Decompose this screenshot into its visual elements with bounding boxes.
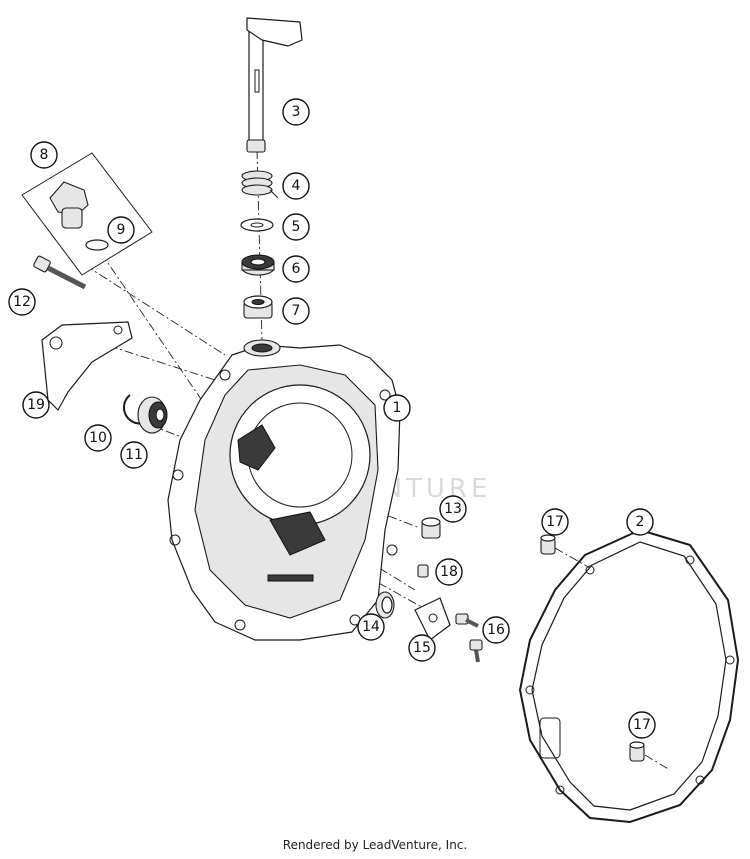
callout-2: 2	[626, 508, 654, 536]
svg-text:16: 16	[487, 622, 505, 638]
svg-text:15: 15	[413, 640, 431, 656]
callout-15: 15	[408, 634, 436, 662]
callout-7: 7	[282, 297, 310, 325]
callout-10: 10	[84, 424, 112, 452]
footer-credit: Rendered by LeadVenture, Inc.	[282, 838, 468, 852]
part-spring	[241, 170, 279, 199]
part-seal	[137, 396, 168, 434]
svg-text:9: 9	[117, 222, 126, 238]
callout-11: 11	[120, 441, 148, 469]
svg-text:1: 1	[393, 400, 402, 416]
svg-text:11: 11	[125, 447, 143, 463]
part-washer	[240, 218, 274, 232]
svg-text:5: 5	[292, 219, 301, 235]
callout-19: 19	[22, 391, 50, 419]
part-cap	[421, 517, 441, 539]
svg-text:12: 12	[13, 294, 31, 310]
svg-text:10: 10	[89, 430, 107, 446]
callout-17-top: 17	[541, 508, 569, 536]
part-needle-bearing	[243, 295, 273, 319]
part-bracket	[41, 321, 133, 411]
part-dowels	[540, 534, 645, 762]
part-oil-plug-group	[21, 152, 153, 276]
callout-1: 1	[383, 394, 411, 422]
svg-text:3: 3	[292, 104, 301, 120]
callout-9: 9	[107, 216, 135, 244]
svg-text:6: 6	[292, 261, 301, 277]
callout-18: 18	[435, 558, 463, 586]
svg-text:7: 7	[292, 303, 301, 319]
svg-text:17: 17	[546, 514, 564, 530]
part-clutch-cover	[167, 339, 401, 641]
part-gasket	[518, 528, 740, 824]
part-screws	[455, 613, 483, 663]
svg-text:4: 4	[292, 178, 301, 194]
part-shift-shaft	[246, 17, 303, 153]
part-small-screw	[417, 564, 429, 578]
callout-12: 12	[8, 288, 36, 316]
svg-text:17: 17	[633, 717, 651, 733]
callout-8: 8	[30, 141, 58, 169]
callout-13: 13	[439, 495, 467, 523]
callout-14: 14	[357, 613, 385, 641]
svg-text:18: 18	[440, 564, 458, 580]
part-bolt-long	[33, 255, 87, 290]
part-ring	[375, 591, 395, 619]
callout-5: 5	[282, 213, 310, 241]
svg-text:8: 8	[40, 147, 49, 163]
callout-4: 4	[282, 172, 310, 200]
callout-6: 6	[282, 255, 310, 283]
callout-17-bottom: 17	[628, 711, 656, 739]
callout-3: 3	[282, 98, 310, 126]
svg-text:14: 14	[362, 619, 380, 635]
part-plate	[414, 597, 451, 641]
part-bearing	[241, 254, 275, 276]
svg-text:2: 2	[636, 514, 645, 530]
callout-16: 16	[482, 616, 510, 644]
svg-text:19: 19	[27, 397, 45, 413]
svg-text:13: 13	[444, 501, 462, 517]
